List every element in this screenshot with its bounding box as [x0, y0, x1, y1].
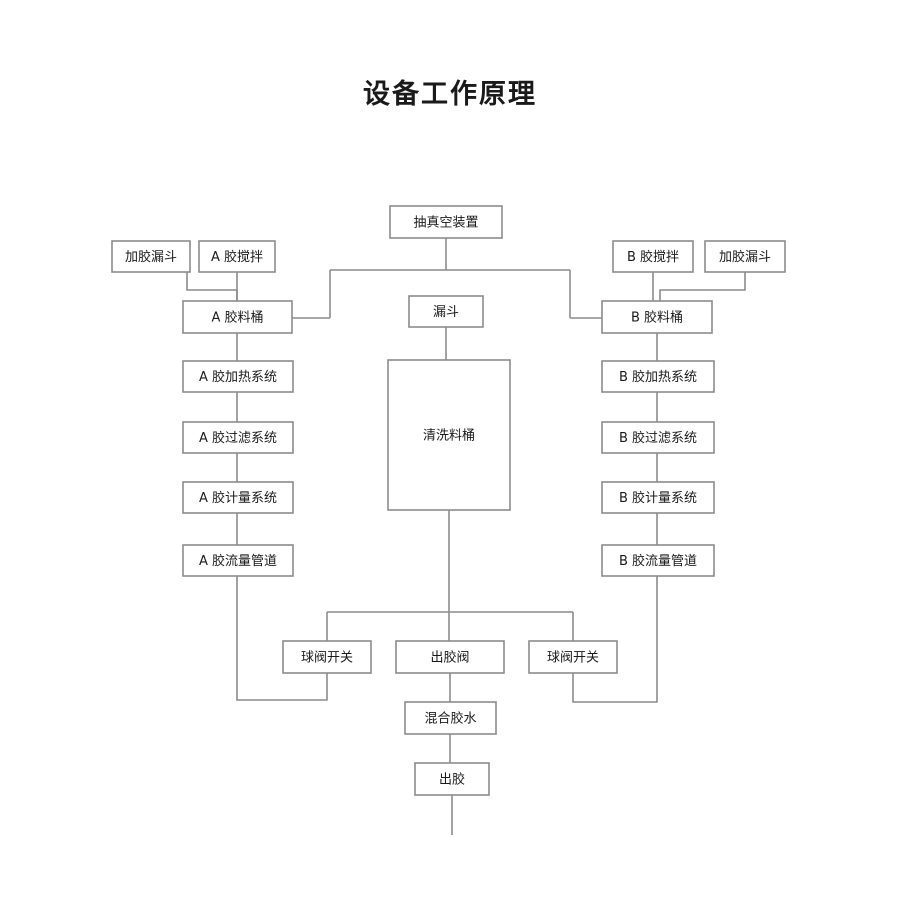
node-label: 出胶 — [439, 772, 465, 788]
connector-line — [572, 576, 658, 703]
node-label: 抽真空装置 — [413, 216, 478, 231]
node-box[interactable] — [395, 640, 505, 674]
node-label: B 胶料桶 — [631, 310, 683, 326]
node-label: 球阀开关 — [547, 651, 599, 666]
flow-node-mix_a[interactable]: A 胶搅拌 — [198, 240, 276, 273]
node-box[interactable] — [182, 300, 293, 334]
node-box[interactable] — [389, 205, 503, 239]
flow-node-pipe_a[interactable]: A 胶流量管道 — [182, 544, 294, 577]
flow-node-mix_b[interactable]: B 胶搅拌 — [612, 240, 694, 273]
connector-line — [659, 272, 746, 301]
node-label: A 胶料桶 — [211, 310, 263, 326]
node-box[interactable] — [182, 481, 294, 514]
node-label: 加胶漏斗 — [719, 249, 771, 265]
flow-node-tank_b[interactable]: B 胶料桶 — [601, 300, 713, 334]
flow-node-clean_tank[interactable]: 清洗料桶 — [387, 359, 511, 511]
node-label: 清洗料桶 — [423, 429, 475, 444]
node-label: A 胶加热系统 — [199, 369, 277, 385]
flow-node-meter_a[interactable]: A 胶计量系统 — [182, 481, 294, 514]
node-label: 漏斗 — [433, 304, 459, 320]
node-box[interactable] — [182, 360, 294, 393]
node-box[interactable] — [111, 240, 191, 273]
node-label: A 胶搅拌 — [211, 249, 263, 265]
node-box[interactable] — [198, 240, 276, 273]
node-label: B 胶加热系统 — [619, 369, 697, 385]
node-box[interactable] — [601, 421, 715, 454]
node-label: B 胶流量管道 — [619, 553, 697, 569]
flow-node-mixed_glue[interactable]: 混合胶水 — [404, 701, 497, 735]
flow-node-ballvalve_r[interactable]: 球阀开关 — [528, 640, 618, 674]
node-label: 球阀开关 — [301, 651, 353, 666]
node-label: 出胶阀 — [430, 650, 469, 666]
node-box[interactable] — [182, 421, 294, 454]
node-box[interactable] — [528, 640, 618, 674]
node-box[interactable] — [601, 360, 715, 393]
flow-node-ballvalve_l[interactable]: 球阀开关 — [282, 640, 372, 674]
flow-node-funnel[interactable]: 漏斗 — [408, 295, 484, 328]
flow-node-filter_a[interactable]: A 胶过滤系统 — [182, 421, 294, 454]
flow-node-filter_b[interactable]: B 胶过滤系统 — [601, 421, 715, 454]
node-box[interactable] — [601, 300, 713, 334]
flow-node-hopper_b[interactable]: 加胶漏斗 — [704, 240, 786, 273]
page-title: 设备工作原理 — [363, 79, 537, 110]
node-box[interactable] — [387, 359, 511, 511]
flow-node-outvalve[interactable]: 出胶阀 — [395, 640, 505, 674]
flow-node-heat_a[interactable]: A 胶加热系统 — [182, 360, 294, 393]
node-box[interactable] — [414, 762, 490, 796]
connector-layer — [186, 238, 746, 835]
flow-node-heat_b[interactable]: B 胶加热系统 — [601, 360, 715, 393]
node-label: A 胶过滤系统 — [199, 430, 277, 446]
node-box[interactable] — [612, 240, 694, 273]
flow-node-dispense[interactable]: 出胶 — [414, 762, 490, 796]
flow-node-hopper_a[interactable]: 加胶漏斗 — [111, 240, 191, 273]
node-box[interactable] — [404, 701, 497, 735]
flow-node-pipe_b[interactable]: B 胶流量管道 — [601, 544, 715, 577]
node-box[interactable] — [408, 295, 484, 328]
node-label: A 胶流量管道 — [199, 553, 277, 569]
node-label: B 胶计量系统 — [619, 490, 697, 506]
node-box[interactable] — [282, 640, 372, 674]
flow-node-tank_a[interactable]: A 胶料桶 — [182, 300, 293, 334]
node-label: B 胶过滤系统 — [619, 430, 697, 446]
flow-node-vacuum[interactable]: 抽真空装置 — [389, 205, 503, 239]
node-label: 加胶漏斗 — [125, 249, 177, 265]
node-label: A 胶计量系统 — [199, 490, 277, 506]
node-label: B 胶搅拌 — [627, 249, 679, 265]
node-label: 混合胶水 — [424, 711, 476, 727]
connector-line — [186, 272, 238, 301]
connector-line — [236, 576, 328, 701]
flow-node-meter_b[interactable]: B 胶计量系统 — [601, 481, 715, 514]
node-box[interactable] — [182, 544, 294, 577]
node-box[interactable] — [704, 240, 786, 273]
node-box[interactable] — [601, 481, 715, 514]
node-box[interactable] — [601, 544, 715, 577]
